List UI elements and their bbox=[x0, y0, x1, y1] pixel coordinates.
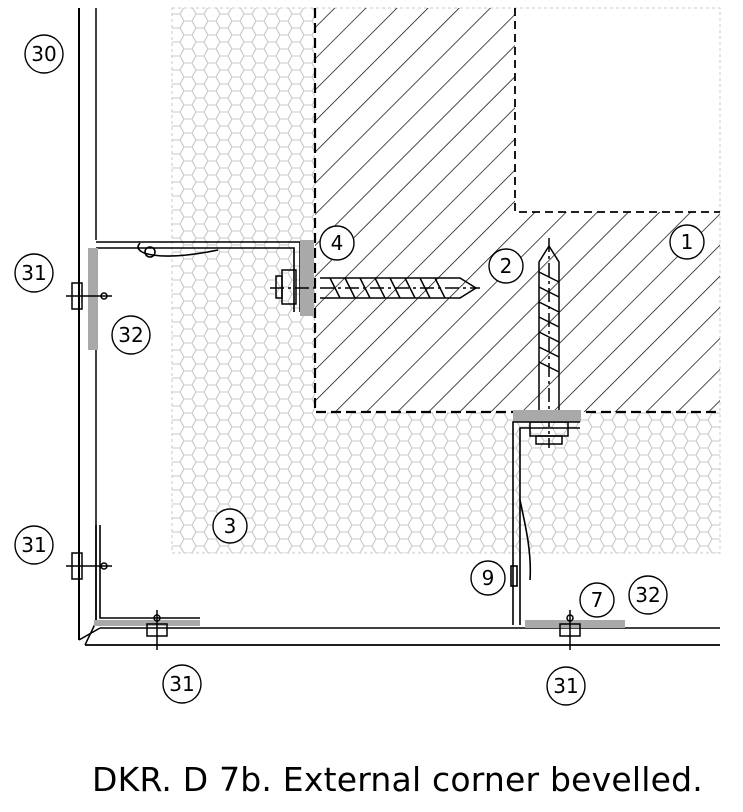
svg-text:4: 4 bbox=[331, 231, 344, 255]
svg-text:31: 31 bbox=[21, 261, 46, 285]
svg-text:3: 3 bbox=[224, 514, 237, 538]
svg-text:9: 9 bbox=[482, 566, 495, 590]
rivet-bottom-left bbox=[146, 610, 168, 650]
rivet-left-lower bbox=[66, 552, 112, 580]
svg-text:7: 7 bbox=[591, 588, 604, 612]
callout-3: 3 bbox=[212, 508, 248, 544]
svg-text:32: 32 bbox=[118, 323, 143, 347]
corner-angle bbox=[94, 525, 200, 626]
callout-31-left-lower: 31 bbox=[14, 525, 54, 565]
svg-text:2: 2 bbox=[500, 254, 513, 278]
callout-31-left-upper: 31 bbox=[14, 253, 54, 293]
masonry-wall bbox=[313, 8, 720, 414]
callout-4: 4 bbox=[319, 225, 355, 261]
callout-1: 1 bbox=[669, 224, 705, 260]
callout-30: 30 bbox=[24, 34, 64, 74]
svg-text:32: 32 bbox=[635, 583, 660, 607]
callout-7: 7 bbox=[579, 582, 615, 618]
fasteners bbox=[66, 282, 581, 650]
callout-32-left: 32 bbox=[111, 315, 151, 355]
cladding-panels bbox=[78, 8, 720, 646]
corner-detail-drawing: 1 2 3 4 7 9 30 31 31 31 31 32 32 bbox=[14, 7, 721, 706]
svg-text:1: 1 bbox=[681, 230, 694, 254]
rivet-bottom-right bbox=[559, 610, 581, 650]
svg-text:30: 30 bbox=[31, 42, 56, 66]
svg-text:31: 31 bbox=[21, 533, 46, 557]
svg-text:31: 31 bbox=[553, 674, 578, 698]
callout-32-right: 32 bbox=[628, 575, 668, 615]
svg-text:31: 31 bbox=[169, 672, 194, 696]
rivet-left-upper bbox=[66, 282, 112, 310]
callout-2: 2 bbox=[488, 248, 524, 284]
callout-31-bottom-right: 31 bbox=[546, 666, 586, 706]
callouts: 1 2 3 4 7 9 30 31 31 31 31 32 32 bbox=[14, 34, 705, 706]
figure-caption: DKR. D 7b. External corner bevelled. bbox=[92, 760, 703, 799]
insulation-layer bbox=[171, 7, 721, 554]
horizontal-anchor bbox=[270, 269, 480, 305]
callout-31-bottom-left: 31 bbox=[162, 664, 202, 704]
callout-9: 9 bbox=[470, 560, 506, 596]
